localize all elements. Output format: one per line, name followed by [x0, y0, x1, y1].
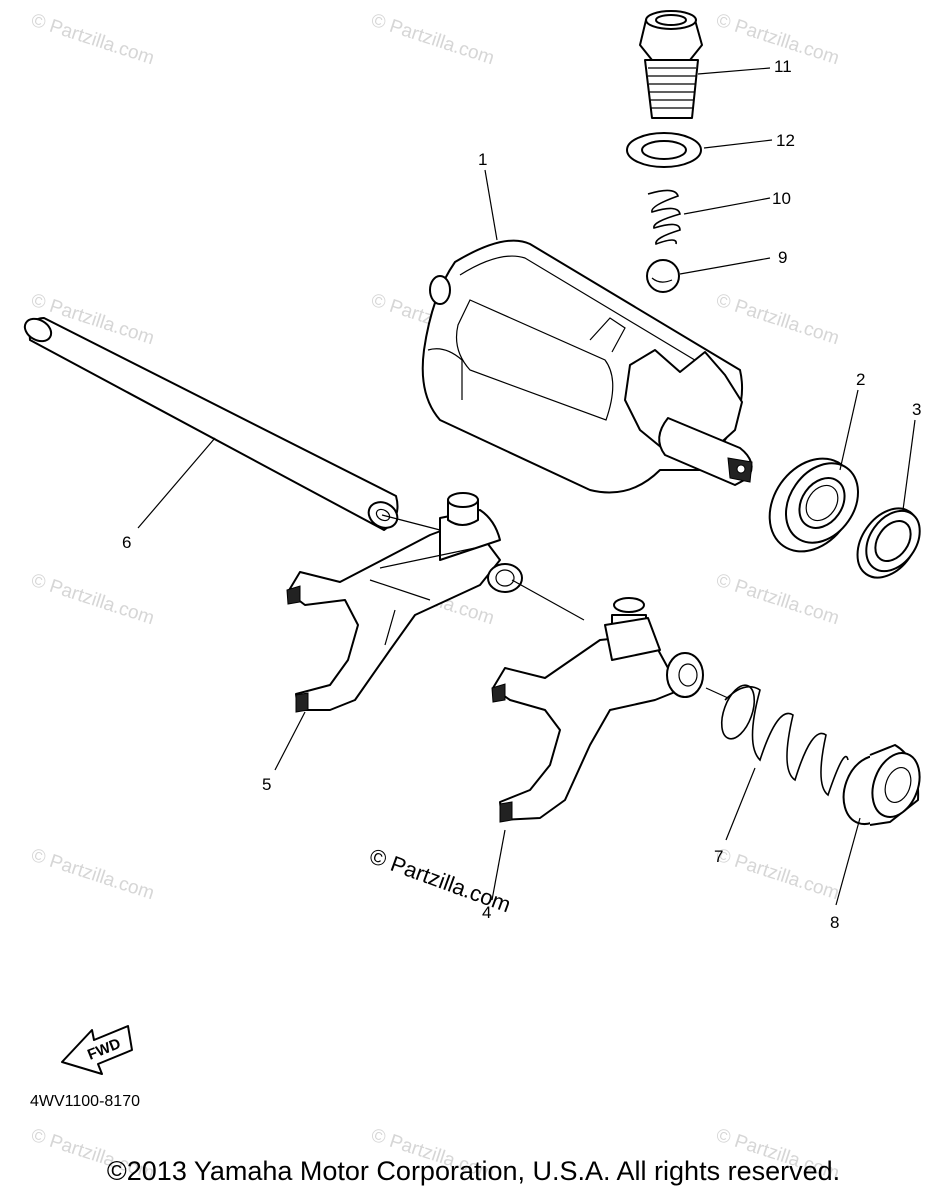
- part-number-3: 3: [912, 400, 921, 419]
- watermark: © Partzilla.com: [28, 845, 156, 905]
- part-4-shift-fork: [491, 597, 704, 823]
- part-3-seal: [856, 507, 921, 579]
- part-number-6: 6: [122, 533, 131, 552]
- watermark-prominent: © Partzilla.com: [366, 843, 514, 917]
- part-6-guide-bar: [23, 317, 399, 531]
- part-number-10: 10: [772, 189, 791, 208]
- part-11-bolt: [639, 10, 703, 119]
- watermark: © Partzilla.com: [28, 10, 156, 70]
- part-1-shift-cam: [421, 239, 753, 494]
- watermark: © Partzilla.com: [713, 290, 841, 350]
- part-number-2: 2: [856, 370, 865, 389]
- watermark: © Partzilla.com: [713, 845, 841, 905]
- part-number-4: 4: [482, 903, 491, 922]
- leader-lines: [137, 67, 916, 906]
- part-7-spring: [720, 684, 849, 797]
- part-5-shift-fork: [286, 492, 523, 713]
- part-10-spring: [647, 189, 681, 246]
- part-2-bearing: [768, 457, 859, 553]
- watermark: © Partzilla.com: [713, 570, 841, 630]
- part-number-11: 11: [774, 57, 792, 76]
- copyright-notice: ©2013 Yamaha Motor Corporation, U.S.A. A…: [106, 1156, 841, 1186]
- part-number-labels: 1 2 3 4 5 6 7 8 9 10 11 12: [122, 57, 921, 932]
- diagram-code: 4WV1100-8170: [30, 1093, 140, 1110]
- part-number-9: 9: [778, 248, 787, 267]
- part-9-ball: [646, 259, 680, 293]
- watermark: © Partzilla.com: [28, 570, 156, 630]
- fwd-arrow-icon: FWD: [61, 1025, 133, 1075]
- part-number-8: 8: [830, 913, 839, 932]
- part-number-5: 5: [262, 775, 271, 794]
- watermark: © Partzilla.com: [368, 10, 496, 70]
- part-8-collar: [842, 744, 921, 826]
- part-number-1: 1: [478, 150, 487, 169]
- part-12-washer: [626, 132, 702, 168]
- part-number-7: 7: [714, 847, 723, 866]
- part-number-12: 12: [776, 131, 795, 150]
